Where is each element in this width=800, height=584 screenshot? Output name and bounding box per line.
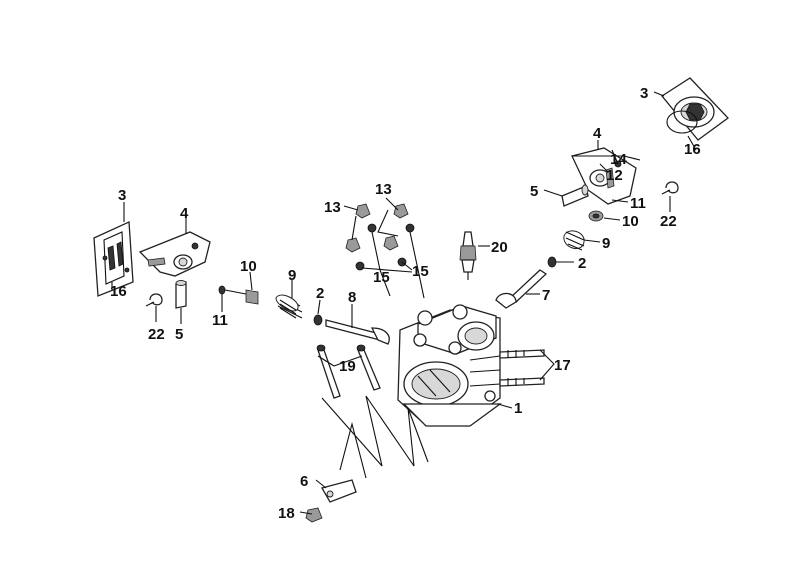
- callout-left-22: 22: [148, 326, 165, 343]
- callout-left-10: 10: [240, 258, 257, 275]
- left-rocker-shaft: [175, 280, 187, 309]
- callout-right-9: 9: [602, 235, 610, 252]
- callout-right-3: 3: [640, 85, 648, 102]
- callout-right-22: 22: [660, 213, 677, 230]
- callout-left-2: 2: [316, 285, 324, 302]
- callout-left-8: 8: [348, 289, 356, 306]
- callout-center-15b: 15: [412, 263, 429, 280]
- callout-right-10: 10: [622, 213, 639, 230]
- right-rocker-shaft: [561, 184, 589, 207]
- callout-left-5: 5: [175, 326, 183, 343]
- cylinder-head: [397, 304, 502, 427]
- callout-right-11: 11: [630, 195, 646, 212]
- callout-center-19: 19: [339, 358, 356, 375]
- callout-right-16: 16: [684, 141, 701, 158]
- callout-left-11: 11: [212, 312, 228, 329]
- callout-left-3: 3: [118, 187, 126, 204]
- callout-right-2: 2: [578, 255, 586, 272]
- callout-right-7: 7: [542, 287, 550, 304]
- bottom-bracket: [305, 479, 357, 523]
- callout-left-9: 9: [288, 267, 296, 284]
- callout-right-14: 14: [610, 151, 627, 168]
- upper-nuts-washers: [345, 203, 415, 271]
- callout-labels: 3 4 16 22 5 11 10 9 2 8 13 13 15 15 20 1…: [110, 85, 701, 522]
- left-rocker-arm-bracket: [138, 231, 211, 277]
- head-studs: [499, 349, 545, 387]
- callout-center-1: 1: [514, 400, 522, 417]
- spark-plug: [459, 231, 477, 280]
- left-cover-plate: [93, 221, 134, 297]
- callout-right-5: 5: [530, 183, 538, 200]
- right-clip: [661, 181, 679, 195]
- left-clip: [145, 293, 163, 307]
- callout-bottom-18: 18: [278, 505, 295, 522]
- right-cover-plate: [661, 77, 729, 141]
- left-valve-train: [218, 285, 390, 345]
- right-valve-train: [495, 210, 604, 309]
- callout-right-4: 4: [593, 125, 602, 142]
- head-bolts: [316, 344, 381, 399]
- callout-left-16: 16: [110, 283, 127, 300]
- callout-spark-20: 20: [491, 239, 508, 256]
- callout-center-17: 17: [554, 357, 571, 374]
- callout-center-15a: 15: [373, 269, 390, 286]
- callout-right-12: 12: [606, 167, 623, 184]
- leader-lines: [111, 91, 697, 515]
- callout-bottom-6: 6: [300, 473, 308, 490]
- callout-center-13a: 13: [324, 199, 341, 216]
- callout-center-13b: 13: [375, 181, 392, 198]
- callout-left-4: 4: [180, 205, 189, 222]
